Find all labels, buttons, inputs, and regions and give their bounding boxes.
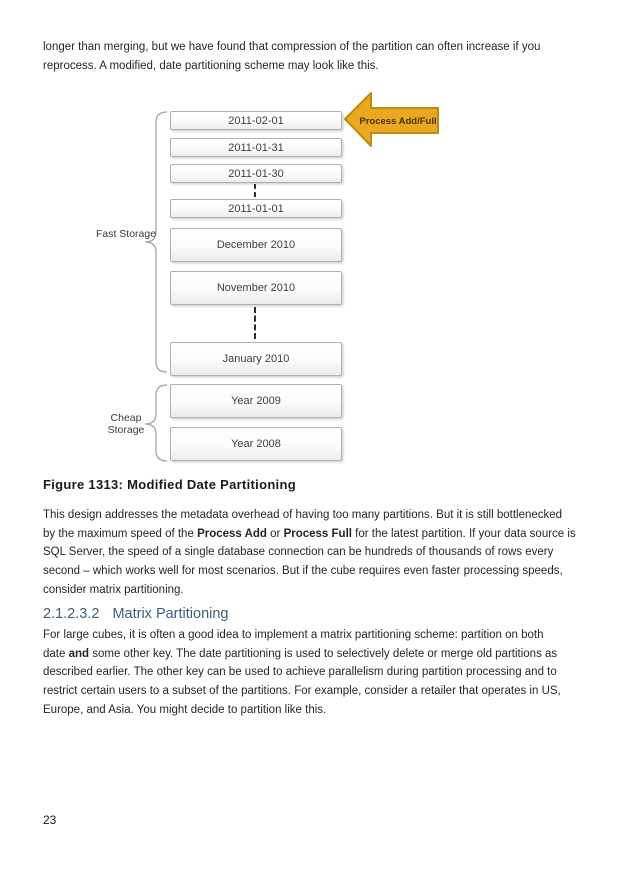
partition-box: 2011-01-01 (170, 199, 342, 218)
bold-run: and (68, 647, 90, 660)
partition-box: December 2010 (170, 228, 342, 262)
section-number: 2.1.2.3.2 (43, 606, 100, 622)
partition-box: 2011-01-30 (170, 164, 342, 183)
cheap-storage-label: Cheap Storage (107, 412, 145, 437)
text-run: or (266, 527, 284, 540)
figure-diagram: 2011-02-01 2011-01-31 2011-01-30 2011-01… (95, 92, 439, 462)
text-run: for the latest partition. If your data s… (351, 527, 576, 540)
partition-box: Year 2009 (170, 384, 342, 418)
cheap-storage-brace (144, 384, 168, 462)
text-run: some other key. The date partitioning is… (89, 647, 558, 660)
paragraph-design: This design addresses the metadata overh… (43, 506, 631, 600)
text-line: For large cubes, it is often a good idea… (43, 629, 544, 641)
text-line: consider matrix partitioning. (43, 583, 184, 596)
figure-caption: Figure 1313: Modified Date Partitioning (43, 477, 296, 492)
section-title: Matrix Partitioning (112, 606, 229, 622)
partition-box: January 2010 (170, 342, 342, 376)
fast-storage-brace (144, 111, 168, 373)
text-line: Europe, and Asia. You might decide to pa… (43, 703, 327, 716)
text-line: second – which works well for most scena… (43, 565, 563, 578)
ellipsis-connector (254, 184, 256, 197)
partition-box: November 2010 (170, 271, 342, 305)
partition-box: 2011-02-01 (170, 111, 342, 130)
text-line: date and some other key. The date partit… (43, 645, 631, 664)
text-line: SQL Server, the speed of a single databa… (43, 546, 554, 559)
text-line: by the maximum speed of the Process Add … (43, 525, 631, 544)
partition-box: 2011-01-31 (170, 138, 342, 157)
paragraph-matrix: For large cubes, it is often a good idea… (43, 626, 631, 720)
text-line: This design addresses the metadata overh… (43, 509, 563, 521)
text-line: restrict certain users to a subset of th… (43, 685, 561, 698)
bold-run: Process Full (283, 527, 352, 540)
text-run: date (43, 647, 69, 660)
process-arrow-icon: Process Add/Full (344, 92, 439, 147)
bold-run: Process Add (197, 527, 267, 540)
partition-box: Year 2008 (170, 427, 342, 461)
process-arrow-label: Process Add/Full (359, 116, 436, 127)
text-run: by the maximum speed of the (43, 527, 198, 540)
text-line: described earlier. The other key can be … (43, 666, 557, 679)
page-number: 23 (43, 813, 57, 827)
fast-storage-label: Fast Storage (95, 228, 157, 240)
text-line: reprocess. A modified, date partitioning… (43, 59, 379, 72)
left-arrow-shape (344, 92, 439, 147)
paragraph-intro: longer than merging, but we have found t… (43, 38, 631, 75)
ellipsis-connector (254, 307, 256, 339)
section-heading: 2.1.2.3.2 Matrix Partitioning (43, 606, 228, 622)
text-line: longer than merging, but we have found t… (43, 41, 541, 53)
